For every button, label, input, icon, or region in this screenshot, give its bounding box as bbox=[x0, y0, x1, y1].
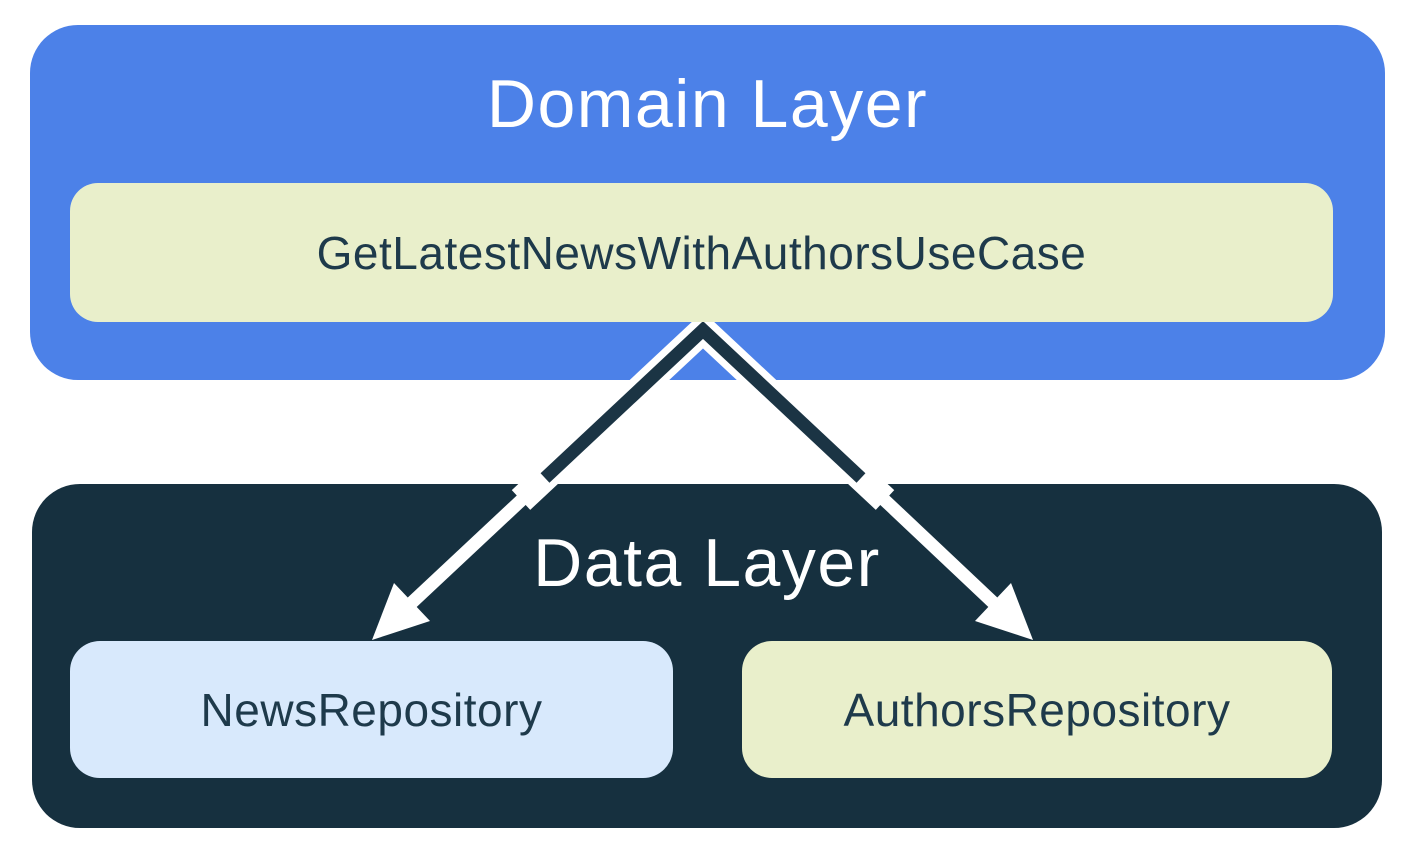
news-repository-node: NewsRepository bbox=[70, 641, 673, 778]
news-repository-label: NewsRepository bbox=[200, 683, 543, 736]
authors-repository-node: AuthorsRepository bbox=[742, 641, 1332, 778]
use-case-label: GetLatestNewsWithAuthorsUseCase bbox=[316, 226, 1087, 279]
data-layer-title: Data Layer bbox=[533, 524, 881, 601]
authors-repository-label: AuthorsRepository bbox=[843, 683, 1231, 736]
use-case-node: GetLatestNewsWithAuthorsUseCase bbox=[70, 183, 1333, 322]
domain-layer-title: Domain Layer bbox=[486, 66, 929, 142]
domain-layer-title-area: Domain Layer bbox=[30, 25, 1385, 183]
data-layer-box: Data Layer NewsRepository AuthorsReposit… bbox=[32, 484, 1382, 828]
domain-layer-box: Domain Layer GetLatestNewsWithAuthorsUse… bbox=[30, 25, 1385, 380]
data-layer-title-area: Data Layer bbox=[32, 484, 1382, 641]
